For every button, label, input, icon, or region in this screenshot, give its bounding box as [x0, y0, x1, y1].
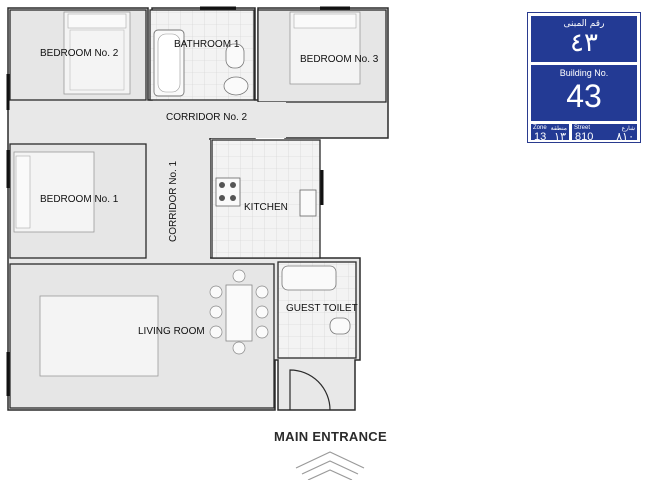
label-bedroom-2: BEDROOM No. 2	[40, 48, 119, 59]
sink-icon-kitchen	[299, 189, 317, 217]
plate-ar-number: ٤٣	[570, 28, 598, 58]
zone-value: 13	[534, 131, 547, 143]
chevron-up-icon	[295, 451, 365, 480]
toilet-icon-guest	[329, 317, 351, 335]
windows	[6, 6, 350, 396]
main-entrance-label: MAIN ENTRANCE	[274, 429, 387, 444]
plate-building-number: 43	[566, 78, 602, 114]
zone-ar-label: منطقة	[550, 126, 567, 132]
dining-table-icon	[225, 284, 253, 342]
label-corridor-1: CORRIDOR No. 1	[168, 160, 179, 242]
corridor-1	[148, 140, 210, 260]
entrance-door	[289, 369, 331, 411]
label-bedroom-1: BEDROOM No. 1	[40, 194, 119, 205]
stove-icon	[215, 177, 241, 207]
label-bedroom-3: BEDROOM No. 3	[300, 54, 379, 65]
sofa-icon	[39, 295, 159, 377]
plate-street: Street شارع 810 ٨١٠	[572, 124, 637, 143]
plate-building-no: Building No. 43	[531, 65, 637, 121]
label-guest-toilet: GUEST TOILET	[286, 303, 358, 314]
plate-zone: Zone منطقة 13 ١٣	[531, 124, 569, 143]
street-label: Street	[574, 125, 591, 131]
plate-ar-label: رقم المبنى	[563, 19, 605, 29]
label-living-room: LIVING ROOM	[138, 326, 205, 337]
plate-arabic-building-no: رقم المبنى ٤٣	[531, 16, 637, 62]
street-ar-label: شارع	[621, 126, 635, 132]
label-kitchen: KITCHEN	[244, 202, 288, 213]
building-number-plate: رقم المبنى ٤٣ Building No. 43 Zone منطقة…	[527, 12, 641, 143]
street-value: 810	[575, 131, 594, 143]
corridor-2	[118, 102, 286, 138]
zone-ar-value: ١٣	[554, 130, 566, 143]
bathtub-icon-guest	[281, 265, 337, 291]
sink-icon	[223, 76, 249, 96]
label-bathroom-1: BATHROOM 1	[174, 39, 240, 50]
plate-building-label: Building No.	[559, 68, 609, 78]
zone-label: Zone	[533, 125, 547, 131]
label-corridor-2: CORRIDOR No. 2	[166, 112, 248, 123]
toilet-icon	[225, 43, 245, 69]
street-ar-value: ٨١٠	[616, 130, 634, 143]
